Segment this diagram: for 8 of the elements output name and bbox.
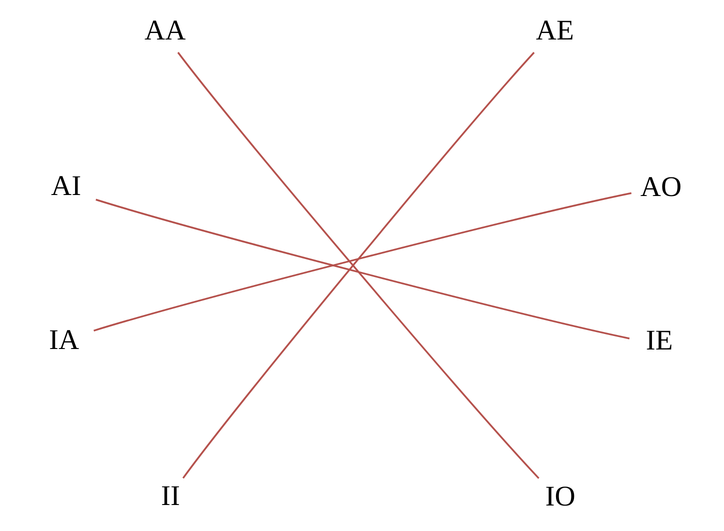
node-text: AI [50,171,81,202]
node-text: AA [144,15,186,46]
node-text: IE [645,326,672,357]
node-text: II [160,481,180,512]
node-text: IO [544,481,575,512]
node-text: IA [48,324,79,356]
node-text: AO [640,172,682,203]
node-text: AE [535,15,574,46]
